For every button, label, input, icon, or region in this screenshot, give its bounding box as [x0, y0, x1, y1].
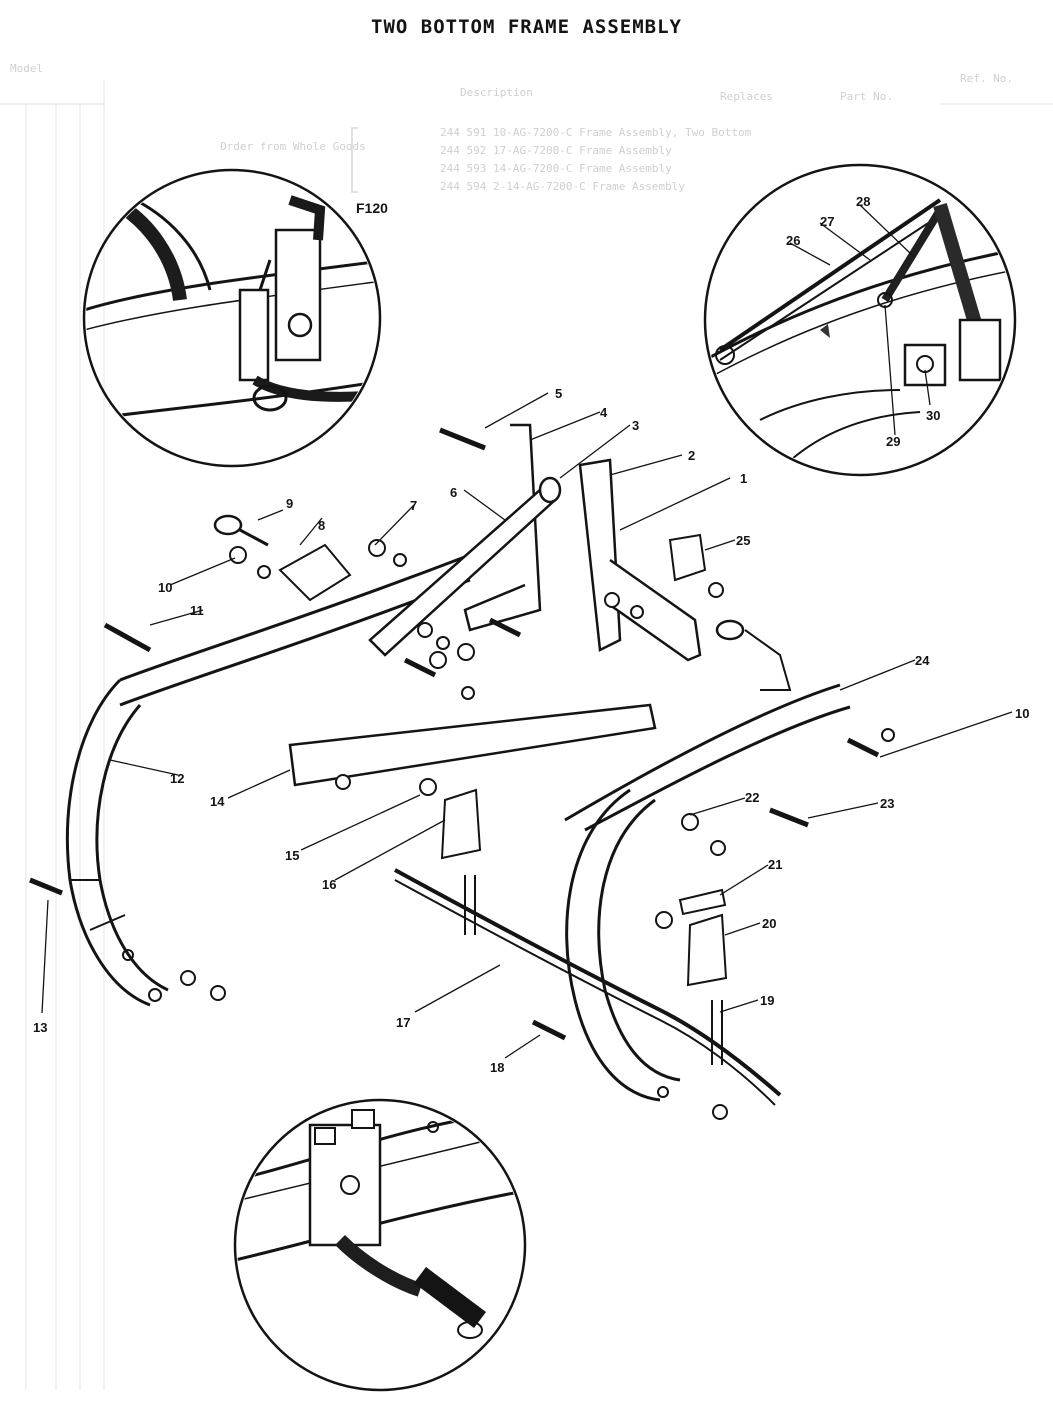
callout-25: 25 [736, 533, 750, 548]
callout-29: 29 [886, 434, 900, 449]
ghost-column-description: Description [460, 86, 533, 99]
nuts-washers [180, 539, 895, 1120]
bolt-13 [29, 877, 63, 896]
plate-21 [678, 888, 727, 916]
detail-circle-top-right [703, 163, 1017, 477]
callout-17: 17 [396, 1015, 410, 1030]
callout-28: 28 [856, 194, 870, 209]
callout-15: 15 [285, 848, 299, 863]
main-assembly [29, 423, 895, 1120]
callout-16: 16 [322, 877, 336, 892]
shank-left [66, 678, 151, 1007]
bracket-8 [278, 543, 352, 602]
ghost-row: 244 594 2-14-AG-7200-C Frame Assembly [440, 180, 685, 193]
callout-20: 20 [762, 916, 776, 931]
leader-lines [41, 204, 1013, 1059]
callout-10: 10 [158, 580, 172, 595]
ghost-row: 244 593 14-AG-7200-C Frame Assembly [440, 162, 672, 175]
ghost-column-part-no: Part No. [840, 90, 893, 103]
upright-1 [578, 458, 622, 652]
callout-30: 30 [926, 408, 940, 423]
callout-12: 12 [170, 771, 184, 786]
ghost-column-replaces: Replaces [720, 90, 773, 103]
callout-14: 14 [210, 794, 225, 809]
callout-22: 22 [745, 790, 759, 805]
callout-9: 9 [286, 496, 293, 511]
detail-circle-top-left [82, 168, 382, 468]
bolt-5 [439, 427, 486, 451]
bolt-23 [769, 807, 809, 828]
callout-2: 2 [688, 448, 695, 463]
shank-right [565, 788, 661, 1102]
callout-26: 26 [786, 233, 800, 248]
callout-23: 23 [880, 796, 894, 811]
ghost-column-ref: Ref. No. [960, 72, 1013, 85]
bolt-11 [103, 622, 152, 653]
bleed-through-text: Part No. Replaces Description Ref. No. M… [0, 62, 1053, 1390]
figure-code: F120 [356, 200, 388, 216]
ghost-row: 244 591 10-AG-7200-C Frame Assembly, Two… [440, 126, 752, 139]
callout-18: 18 [490, 1060, 504, 1075]
beam-right [564, 683, 841, 822]
bracket-25 [668, 533, 707, 582]
callout-27: 27 [820, 214, 834, 229]
detail-circle-bottom [233, 1098, 527, 1392]
callout-19: 19 [760, 993, 774, 1008]
bolt-10b [846, 737, 880, 758]
bolt-18 [531, 1019, 567, 1041]
callout-13: 13 [33, 1020, 47, 1035]
callout-24: 24 [915, 653, 930, 668]
callout-4: 4 [600, 405, 608, 420]
callout-8: 8 [318, 518, 325, 533]
callout-1: 1 [740, 471, 747, 486]
cross-brace [288, 703, 657, 787]
callout-10-right: 10 [1015, 706, 1029, 721]
ghost-row: 244 592 17-AG-7200-C Frame Assembly [440, 144, 672, 157]
ghost-column-model: Model [10, 62, 43, 75]
page-title: TWO BOTTOM FRAME ASSEMBLY [371, 16, 682, 38]
callout-11: 11 [190, 603, 204, 618]
callout-21: 21 [768, 857, 782, 872]
callout-6: 6 [450, 485, 457, 500]
clamp-16 [440, 788, 482, 860]
callout-5: 5 [555, 386, 562, 401]
beam-left [119, 553, 471, 682]
callout-3: 3 [632, 418, 639, 433]
ghost-row: Order from Whole Goods [220, 140, 366, 153]
clamp-20 [686, 913, 728, 987]
strut-vertical [463, 423, 542, 632]
callout-7: 7 [410, 498, 417, 513]
hitch-bar [394, 868, 782, 1097]
callout-labels: 1 2 3 4 5 6 7 8 9 10 10 11 12 13 14 15 1… [33, 194, 1029, 1075]
